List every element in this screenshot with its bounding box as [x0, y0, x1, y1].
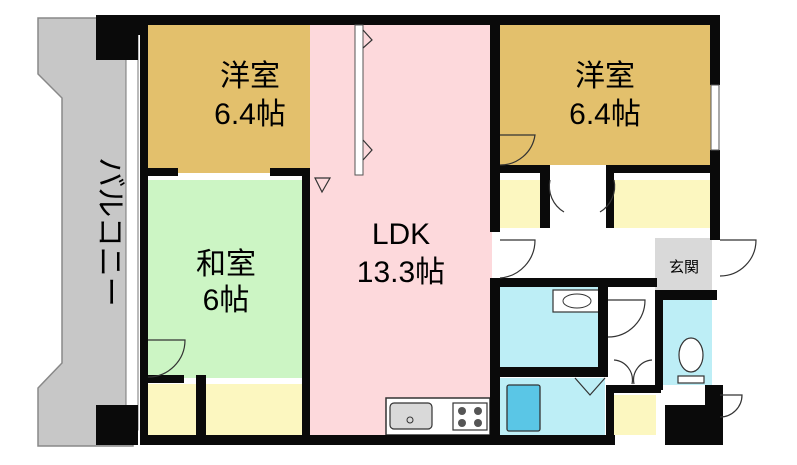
western-room-right-label-line2: 6.4帖 [569, 98, 641, 131]
bathtub [506, 384, 541, 432]
ldk-label-line1: LDK [372, 218, 430, 251]
storage-4 [614, 180, 712, 228]
toilet-tank [677, 375, 705, 384]
storage-1 [148, 384, 196, 436]
door-swings [147, 29, 757, 418]
entrance-label: 玄関 [669, 259, 699, 276]
western-room-left-label-line2: 6.4帖 [214, 98, 286, 131]
storage-5 [614, 395, 656, 435]
western-room-left-label-line1: 洋室 [220, 60, 280, 93]
sink-drain [406, 416, 414, 424]
window-ldk [354, 24, 364, 176]
western-room-right-label-line1: 洋室 [575, 60, 635, 93]
balcony-label: バルコニー [92, 157, 127, 306]
gas-stove [452, 402, 488, 431]
kitchen-sink [389, 402, 433, 430]
stove-burner-2 [474, 407, 482, 415]
stove-burner-4 [474, 419, 482, 427]
window-right-room [710, 84, 720, 151]
ldk-label-line2: 13.3帖 [357, 256, 445, 289]
entrance-floor [655, 238, 712, 293]
ldk-room [310, 25, 492, 435]
washbasin-bowl [562, 293, 592, 309]
toilet-bowl [678, 337, 704, 373]
stove-burner-1 [458, 407, 466, 415]
japanese-room [148, 180, 302, 378]
stove-burner-3 [458, 419, 466, 427]
japanese-room-label-line1: 和室 [196, 248, 256, 281]
walls [96, 15, 723, 445]
japanese-room-label-line2: 6帖 [203, 284, 250, 317]
western-room-right [500, 25, 712, 165]
storage-2 [205, 384, 302, 436]
storage-3 [500, 180, 542, 228]
